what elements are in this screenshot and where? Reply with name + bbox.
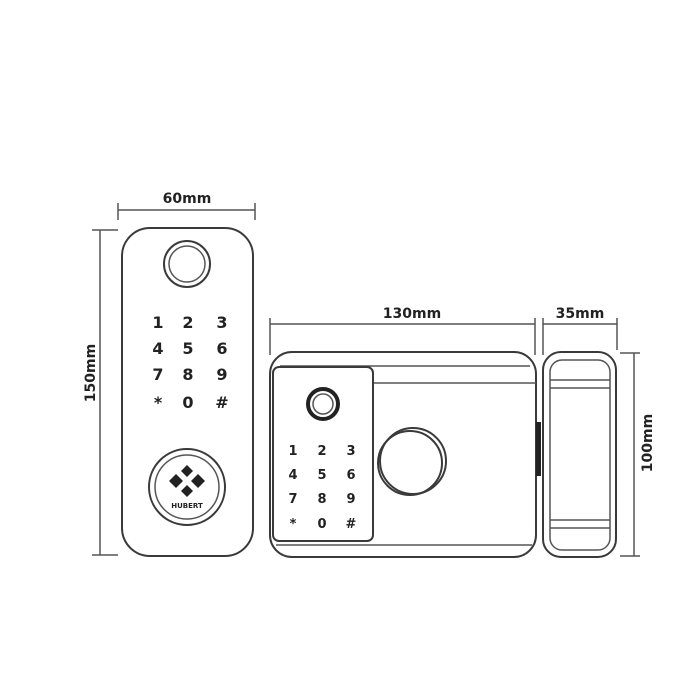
body-height-dimension: 100mm — [620, 352, 656, 557]
logo-button — [148, 448, 226, 526]
keypad-key: # — [346, 517, 357, 532]
brand-label: HUBERT — [171, 502, 203, 510]
keypad-key: * — [154, 393, 163, 412]
front-height-label: 150mm — [83, 344, 99, 402]
keypad-key: 5 — [317, 468, 326, 483]
body-width-dimension: 130mm — [269, 306, 536, 355]
body-width-label: 130mm — [383, 306, 441, 322]
brand-logo-icon — [169, 465, 205, 497]
keypad-key: 0 — [317, 517, 326, 532]
keypad-key: 9 — [216, 365, 227, 384]
keypad-key: 8 — [182, 365, 193, 384]
keypad-key: # — [215, 393, 228, 412]
front-width-label: 60mm — [163, 191, 212, 207]
keypad-key: 6 — [346, 468, 355, 483]
front-width-dimension: 60mm — [117, 191, 256, 220]
keypad-key: 7 — [152, 365, 163, 384]
strike-plate — [542, 351, 617, 558]
keypad-key: 5 — [182, 339, 193, 358]
body-height-label: 100mm — [640, 414, 656, 472]
keypad-key: 1 — [288, 444, 297, 459]
latch-bolt — [536, 422, 541, 476]
keypad-key: 9 — [346, 492, 355, 507]
keypad-key: 2 — [317, 444, 326, 459]
fingerprint-sensor-icon — [163, 240, 211, 288]
front-height-dimension: 150mm — [83, 229, 118, 556]
keypad-key: 1 — [152, 313, 163, 332]
body-fingerprint-icon — [306, 387, 340, 421]
keypad-key: 4 — [152, 339, 163, 358]
keypad-key: 4 — [288, 468, 297, 483]
keypad-key: 8 — [317, 492, 326, 507]
body-keypad-panel — [272, 366, 374, 542]
keypad-key: 2 — [182, 313, 193, 332]
strike-width-dimension: 35mm — [542, 306, 618, 355]
keypad-key: * — [290, 517, 297, 532]
keypad-key: 3 — [346, 444, 355, 459]
strike-width-label: 35mm — [556, 306, 605, 322]
keypad-key: 6 — [216, 339, 227, 358]
keypad-key: 7 — [288, 492, 297, 507]
body-keypad: 1 2 3 4 5 6 7 8 9 * 0 # — [288, 444, 356, 532]
keypad-key: 0 — [182, 393, 193, 412]
keypad-key: 3 — [216, 313, 227, 332]
lock-body: 1 2 3 4 5 6 7 8 9 * 0 # — [269, 351, 541, 558]
